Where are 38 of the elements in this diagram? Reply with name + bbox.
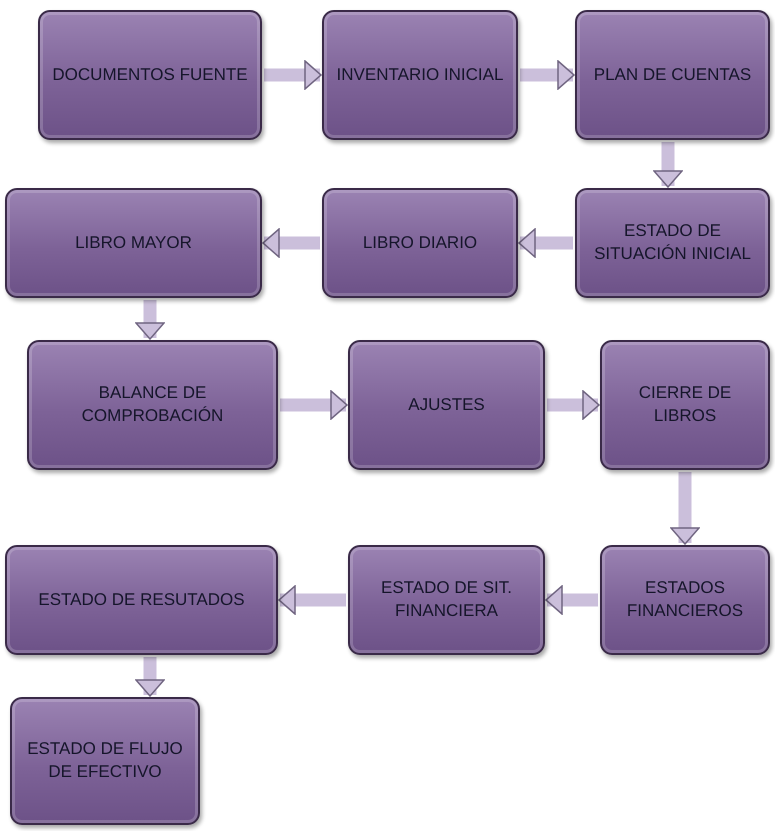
box-label: ESTADO DE RESUTADOS xyxy=(38,588,245,611)
process-box xyxy=(600,340,770,470)
box-label: ESTADO DE SIT. FINANCIERA xyxy=(380,577,513,622)
process-box xyxy=(38,10,262,140)
process-box xyxy=(575,188,770,298)
box-label: ESTADO DE FLUJO DE EFECTIVO xyxy=(26,738,184,783)
box-label: DOCUMENTOS FUENTE xyxy=(52,64,248,86)
process-box xyxy=(575,10,770,140)
box-label: ESTADO DE SITUACIÓN INICIAL xyxy=(593,220,752,265)
arrow xyxy=(264,60,322,90)
arrow xyxy=(545,585,598,615)
process-box xyxy=(5,545,278,655)
arrow xyxy=(518,228,573,258)
arrow xyxy=(670,472,700,545)
box-label: LIBRO DIARIO xyxy=(362,232,478,254)
box-label: AJUSTES xyxy=(408,394,485,416)
process-box xyxy=(348,340,545,470)
arrow xyxy=(280,390,348,420)
box-label: BALANCE DE COMPROBACIÓN xyxy=(80,382,224,427)
box-label: LIBRO MAYOR xyxy=(75,232,192,254)
box-label: CIERRE DE LIBROS xyxy=(638,382,732,427)
box-label: ESTADOS FINANCIEROS xyxy=(626,577,744,622)
process-box xyxy=(27,340,278,470)
arrow xyxy=(262,228,320,258)
process-box xyxy=(322,188,518,298)
process-box xyxy=(322,10,518,140)
arrow xyxy=(278,585,346,615)
arrow xyxy=(520,60,575,90)
arrow xyxy=(135,657,165,697)
box-label: PLAN DE CUENTAS xyxy=(594,64,752,86)
box-label: INVENTARIO INICIAL xyxy=(336,64,504,86)
arrow xyxy=(547,390,600,420)
process-box xyxy=(600,545,770,655)
process-box xyxy=(348,545,545,655)
process-box xyxy=(10,697,200,825)
arrow xyxy=(653,142,683,188)
arrow xyxy=(135,300,165,340)
process-box xyxy=(5,188,262,298)
